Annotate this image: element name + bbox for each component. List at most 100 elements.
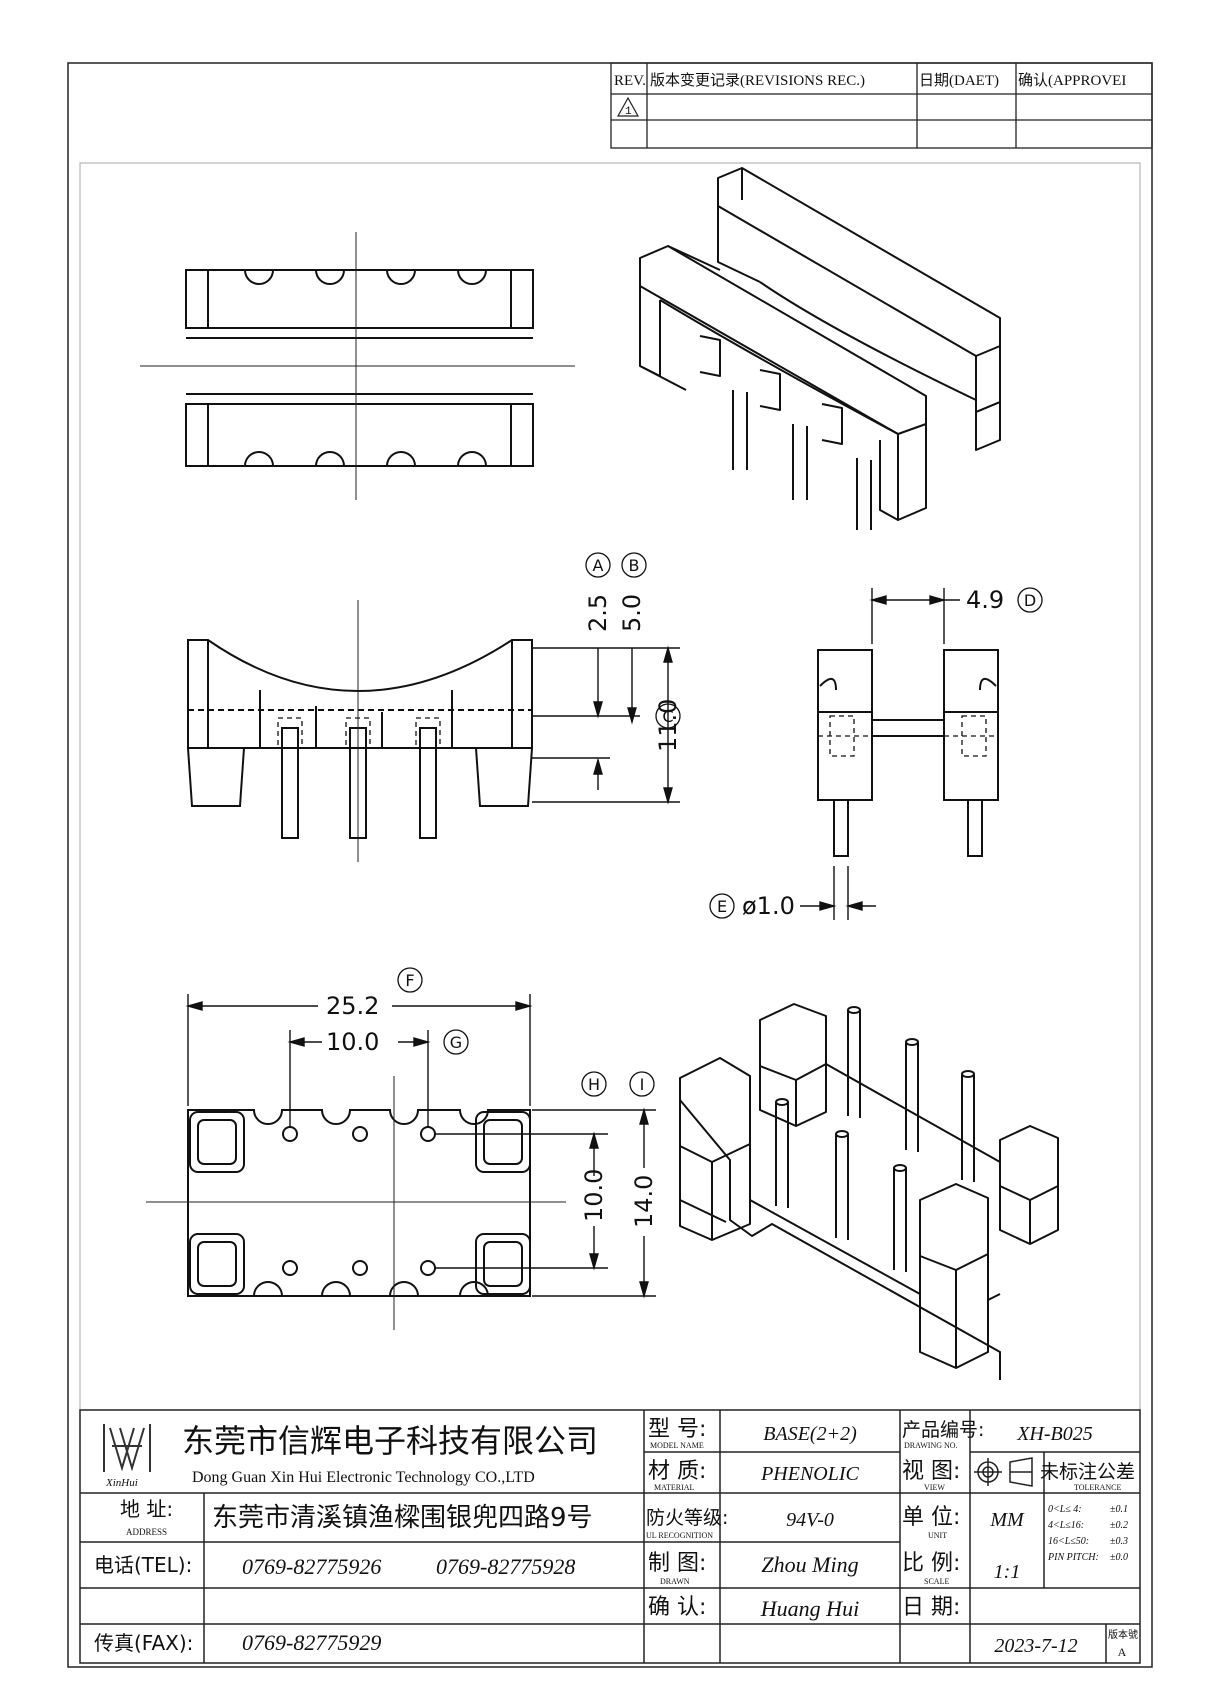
front-view-hidden — [277, 717, 441, 749]
scale-label-en: SCALE — [924, 1577, 949, 1586]
address-label-en: ADDRESS — [126, 1527, 167, 1537]
iso-view-bottom — [679, 1003, 1059, 1380]
tolerance-value-1: ±0.1 — [1110, 1504, 1128, 1515]
tolerance-range-3: 16<L≤50: — [1048, 1536, 1089, 1547]
tolerance-value-2: ±0.2 — [1110, 1520, 1128, 1531]
bottom-view-dimensions — [185, 994, 656, 1299]
unit-label-en: UNIT — [928, 1531, 947, 1540]
date-label: 日 期: — [902, 1595, 960, 1620]
callout-h: H — [588, 1075, 600, 1094]
tel-label: 电话(TEL): — [94, 1553, 192, 1577]
dim-a: 2.5 — [584, 594, 612, 632]
company-name-cn: 东莞市信辉电子科技有限公司 — [182, 1422, 598, 1460]
scale-label: 比 例: — [902, 1551, 960, 1576]
tel-value-1: 0769-82775926 — [242, 1554, 381, 1579]
model-value: BASE(2+2) — [763, 1423, 857, 1445]
callout-g: G — [450, 1033, 462, 1052]
callout-d-circle — [1017, 587, 1043, 613]
revision-triangle-icon — [616, 96, 640, 117]
version-value: A — [1118, 1645, 1127, 1659]
drawing-no-value: XH-B025 — [1016, 1423, 1093, 1445]
date-value: 2023-7-12 — [994, 1635, 1077, 1657]
model-label-en: MODEL NAME — [650, 1441, 704, 1450]
ul-label: 防火等级: — [646, 1507, 728, 1529]
scale-value: 1:1 — [994, 1561, 1021, 1583]
bottom-view-centerlines — [146, 1076, 566, 1330]
callout-i-circle — [629, 1071, 655, 1097]
drawing-no-label-en: DRAWING NO. — [904, 1441, 958, 1450]
tel-value-2: 0769-82775928 — [436, 1554, 575, 1579]
tolerance-label-en: TOLERANCE — [1074, 1483, 1122, 1492]
dim-b: 5.0 — [618, 594, 646, 632]
drawn-value: Zhou Ming — [761, 1552, 858, 1577]
callout-h-circle — [581, 1071, 607, 1097]
model-label: 型 号: — [648, 1417, 706, 1442]
revision-number: 1 — [625, 106, 632, 118]
side-view-hidden — [818, 715, 998, 757]
projection-symbol-icon — [974, 1457, 1033, 1487]
rev-header: REV. — [614, 73, 646, 89]
dim-g: 10.0 — [326, 1028, 379, 1056]
tolerance-range-4: PIN PITCH: — [1047, 1552, 1099, 1563]
dim-d: 4.9 — [966, 586, 1004, 614]
callout-b: B — [629, 556, 640, 575]
view-label: 视 图: — [902, 1459, 960, 1484]
drawing-frame — [67, 62, 1153, 1668]
callout-c-circle — [655, 703, 681, 729]
callout-c: C — [662, 707, 673, 726]
top-view-centerlines — [140, 232, 575, 500]
front-view — [187, 639, 533, 839]
unit-value: MM — [989, 1509, 1025, 1531]
callout-b-circle — [621, 552, 647, 578]
approve-header: 确认(APPROVEI — [1018, 72, 1126, 89]
drawing-no-label: 产品编号: — [902, 1419, 984, 1441]
logo-text: XinHui — [105, 1477, 138, 1489]
confirm-value: Huang Hui — [760, 1596, 859, 1621]
callout-e: E — [717, 897, 727, 916]
callout-a: A — [593, 556, 604, 575]
confirm-label: 确 认: — [648, 1595, 706, 1620]
material-value: PHENOLIC — [760, 1463, 859, 1485]
dim-i: 14.0 — [630, 1175, 658, 1228]
drawn-label-en: DRAWN — [660, 1577, 690, 1586]
callout-e-circle — [709, 893, 735, 919]
fax-value: 0769-82775929 — [242, 1630, 381, 1655]
side-view-dimensions — [800, 588, 960, 920]
drawn-label: 制 图: — [648, 1551, 706, 1576]
tolerance-value-3: ±0.3 — [1110, 1536, 1128, 1547]
material-label: 材 质: — [648, 1459, 706, 1484]
callout-d: D — [1024, 591, 1036, 610]
tolerance-range-1: 0<L≤ 4: — [1048, 1504, 1082, 1515]
fax-label: 传真(FAX): — [94, 1631, 193, 1655]
tolerance-label: 未标注公差 — [1040, 1461, 1135, 1483]
callout-g-circle — [443, 1029, 469, 1055]
callout-f: F — [405, 971, 414, 990]
callout-a-circle — [585, 552, 611, 578]
ul-value: 94V-0 — [786, 1509, 834, 1531]
company-name-en: Dong Guan Xin Hui Electronic Technology … — [192, 1469, 535, 1486]
title-block-grid — [79, 1409, 1141, 1664]
revisions-header: 版本变更记录(REVISIONS REC.) — [650, 72, 865, 89]
front-view-dimensions — [532, 645, 680, 805]
side-view — [817, 649, 999, 857]
view-label-en: VIEW — [924, 1483, 945, 1492]
tolerance-value-4: ±0.0 — [1110, 1552, 1128, 1563]
company-logo-icon — [103, 1424, 151, 1472]
unit-label: 单 位: — [902, 1505, 960, 1530]
revision-table — [610, 62, 1153, 149]
date-header: 日期(DAET) — [919, 72, 999, 89]
address-label: 地 址: — [120, 1497, 173, 1521]
version-label: 版本號 — [1108, 1628, 1138, 1641]
dim-h: 10.0 — [580, 1169, 608, 1222]
callout-f-circle — [397, 967, 423, 993]
ul-label-en: UL RECOGNITION — [646, 1531, 713, 1540]
dim-f: 25.2 — [326, 992, 379, 1020]
iso-view-top — [639, 167, 1001, 530]
address-value: 东莞市清溪镇渔樑围银兜四路9号 — [212, 1503, 593, 1533]
bottom-view — [187, 1109, 531, 1297]
dim-e: ø1.0 — [742, 892, 795, 920]
top-view — [185, 269, 534, 467]
material-label-en: MATERIAL — [654, 1483, 695, 1492]
callout-i: I — [640, 1075, 645, 1094]
